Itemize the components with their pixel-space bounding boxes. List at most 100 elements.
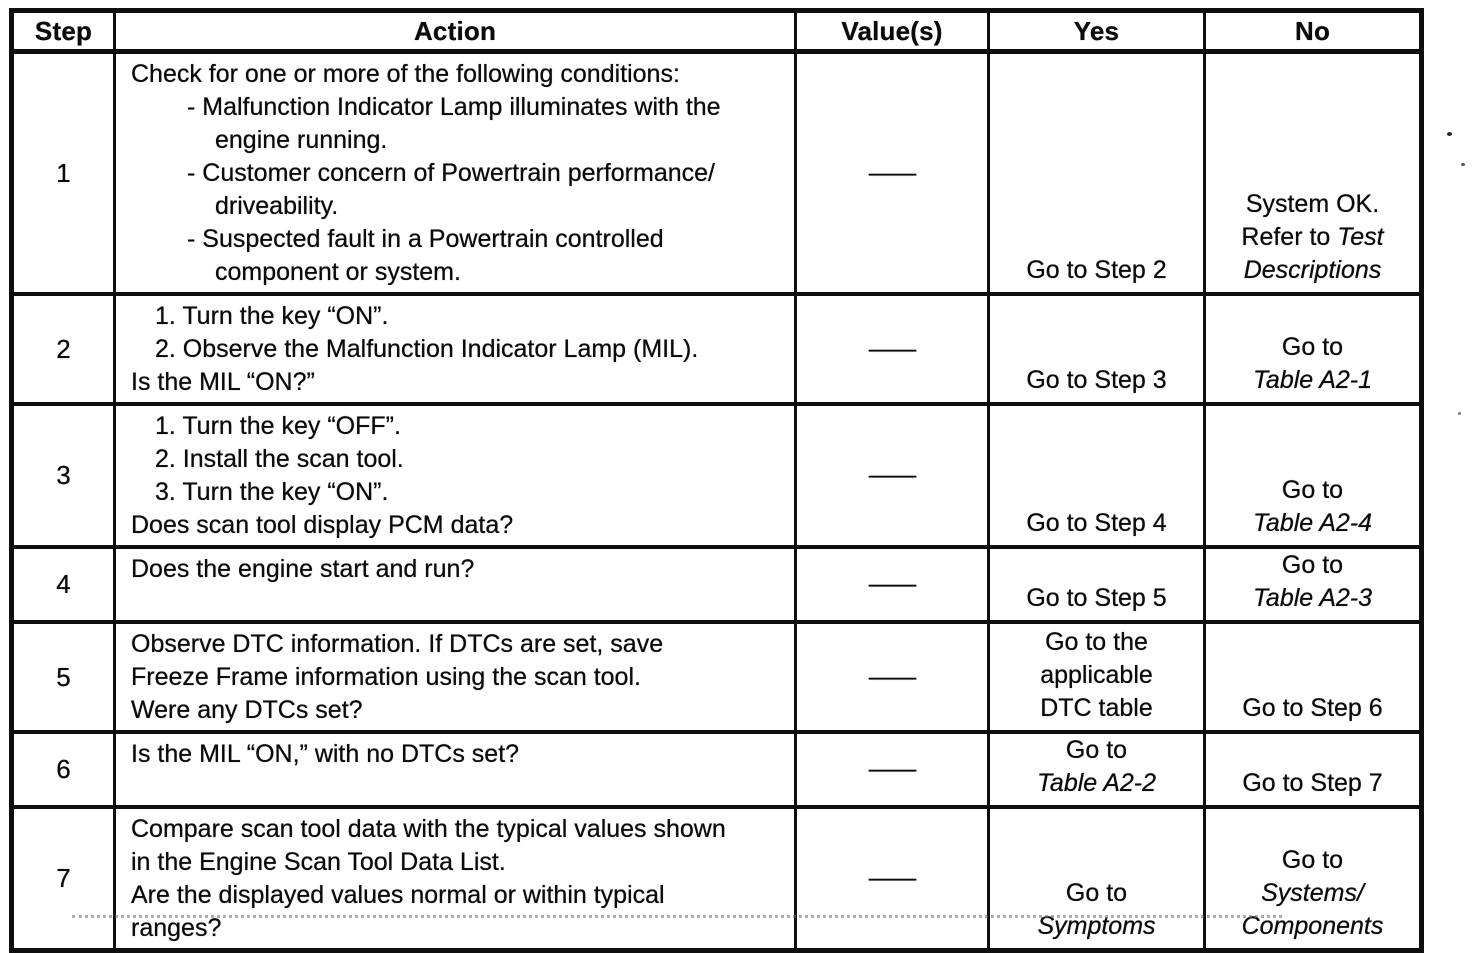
no-line: Go to	[1281, 333, 1344, 361]
yes-line: Go to Step 4	[1026, 509, 1167, 537]
action-line: 1. Turn the key “ON”.	[155, 302, 389, 330]
scan-artifact-dot	[1447, 132, 1452, 136]
action-line: Observe DTC information. If DTCs are set…	[131, 630, 664, 658]
action-line: Is the MIL “ON?”	[131, 368, 315, 396]
table-row: 5 Observe DTC information. If DTCs are s…	[10, 620, 1423, 734]
yes-line: Go to Step 2	[1026, 256, 1167, 284]
yes-cell: Go to Step 4	[987, 402, 1206, 549]
step-cell: 1	[10, 49, 116, 296]
action-line: driveability.	[215, 192, 339, 220]
table-row: 1 Check for one or more of the following…	[10, 49, 1423, 296]
em-dash: —	[868, 570, 916, 598]
table-row: 3 1. Turn the key “OFF”. 2. Install the …	[10, 402, 1423, 549]
em-dash: —	[868, 662, 916, 691]
action-cell: Check for one or more of the following c…	[113, 49, 797, 296]
action-line: in the Engine Scan Tool Data List.	[131, 848, 506, 876]
no-line: Refer to Test	[1210, 221, 1415, 254]
action-cell: Is the MIL “ON,” with no DTCs set?	[113, 730, 797, 809]
yes-line: Table A2-2	[1036, 769, 1157, 797]
yes-cell: Go to Table A2-2	[987, 730, 1206, 809]
step-cell: 5	[10, 620, 116, 734]
action-line: Compare scan tool data with the typical …	[131, 815, 726, 843]
action-line: Is the MIL “ON,” with no DTCs set?	[131, 740, 520, 768]
action-cell: 1. Turn the key “ON”. 2. Observe the Mal…	[113, 292, 797, 406]
no-line: System OK.	[1245, 190, 1380, 218]
action-cell: Does the engine start and run?	[113, 545, 797, 624]
step-cell: 7	[10, 805, 116, 953]
header-action: Action	[113, 8, 797, 54]
no-line: Go to Step 6	[1242, 694, 1383, 722]
value-cell: —	[794, 49, 990, 296]
action-line: 3. Turn the key “ON”.	[155, 478, 389, 506]
no-line: Table A2-3	[1252, 584, 1373, 612]
em-dash: —	[868, 864, 916, 892]
yes-cell: Go to Step 5	[987, 545, 1206, 624]
no-cell: Go to Table A2-1	[1203, 292, 1423, 406]
table-row: 4 Does the engine start and run? — Go to…	[10, 545, 1423, 624]
no-line: Descriptions	[1243, 256, 1382, 284]
no-cell: Go to Systems/ Components	[1203, 805, 1423, 953]
scan-artifact-dot	[1458, 412, 1461, 415]
header-step: Step	[10, 8, 116, 54]
action-line: Freeze Frame information using the scan …	[131, 663, 641, 691]
action-cell: Compare scan tool data with the typical …	[113, 805, 797, 953]
em-dash: —	[868, 755, 916, 783]
table-row: 2 1. Turn the key “ON”. 2. Observe the M…	[10, 292, 1423, 406]
action-line: 1. Turn the key “OFF”.	[155, 412, 401, 440]
step-cell: 6	[10, 730, 116, 809]
step-cell: 4	[10, 545, 116, 624]
diagnostic-steps-table: Step Action Value(s) Yes No 1 Check for …	[9, 8, 1424, 953]
yes-line: Go to the	[1045, 628, 1148, 656]
em-dash: —	[868, 158, 916, 187]
header-yes: Yes	[987, 8, 1206, 54]
table-row: 7 Compare scan tool data with the typica…	[10, 805, 1423, 953]
action-line: Does the engine start and run?	[131, 555, 475, 583]
yes-line: DTC table	[1040, 694, 1153, 722]
value-cell: —	[794, 292, 990, 406]
value-cell: —	[794, 545, 990, 624]
action-line: 2. Observe the Malfunction Indicator Lam…	[155, 335, 699, 363]
no-line: Systems/	[1261, 879, 1364, 907]
action-line: component or system.	[215, 258, 461, 286]
header-values: Value(s)	[794, 8, 990, 54]
step-cell: 3	[10, 402, 116, 549]
no-cell: System OK. Refer to Test Descriptions	[1203, 49, 1423, 296]
no-cell: Go to Table A2-4	[1203, 402, 1423, 549]
action-line: - Suspected fault in a Powertrain contro…	[187, 225, 664, 253]
em-dash: —	[868, 334, 916, 363]
action-line: Are the displayed values normal or withi…	[131, 881, 665, 909]
no-line-text: Refer to	[1241, 223, 1338, 251]
table-header-row: Step Action Value(s) Yes No	[10, 8, 1423, 54]
no-line: Go to	[1281, 846, 1344, 874]
em-dash: —	[868, 461, 916, 489]
action-line: 2. Install the scan tool.	[155, 445, 404, 473]
no-line-italic: Test	[1337, 223, 1384, 251]
yes-line: Go to Step 3	[1026, 366, 1167, 394]
yes-line: Go to	[1065, 736, 1128, 764]
action-cell: Observe DTC information. If DTCs are set…	[113, 620, 797, 734]
scan-artifact-dot	[1461, 163, 1465, 166]
no-line: Go to	[1281, 551, 1344, 579]
yes-cell: Go to Step 3	[987, 292, 1206, 406]
no-line: Table A2-1	[1252, 366, 1373, 394]
step-cell: 2	[10, 292, 116, 406]
action-cell: 1. Turn the key “OFF”. 2. Install the sc…	[113, 402, 797, 549]
value-cell: —	[794, 402, 990, 549]
action-line: - Customer concern of Powertrain perform…	[187, 159, 715, 187]
value-cell: —	[794, 805, 990, 953]
yes-line: applicable	[1040, 661, 1153, 689]
yes-cell: Go to Step 2	[987, 49, 1206, 296]
action-line: Check for one or more of the following c…	[131, 60, 680, 88]
table-row: 6 Is the MIL “ON,” with no DTCs set? — G…	[10, 730, 1423, 809]
no-cell: Go to Step 7	[1203, 730, 1423, 809]
no-line: Table A2-4	[1252, 509, 1373, 537]
value-cell: —	[794, 620, 990, 734]
action-line: - Malfunction Indicator Lamp illuminates…	[187, 93, 721, 121]
scan-artifact-line	[72, 915, 1282, 918]
yes-cell: Go to the applicable DTC table	[987, 620, 1206, 734]
no-line: Go to	[1281, 476, 1344, 504]
action-line: engine running.	[215, 126, 388, 154]
value-cell: —	[794, 730, 990, 809]
yes-cell: Go to Symptoms	[987, 805, 1206, 953]
no-line: Go to Step 7	[1242, 769, 1383, 797]
